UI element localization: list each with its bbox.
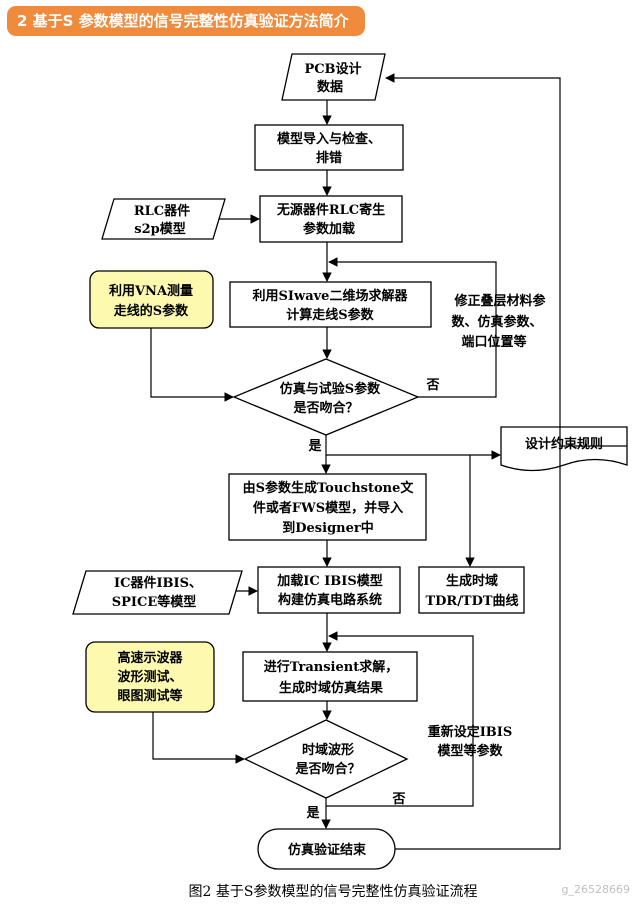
pcb-data-line2: 数据 [317, 79, 343, 95]
pcb-data-shape [281, 53, 386, 101]
design-rules-text: 设计约束规则 [525, 436, 603, 452]
vna-measure-line2: 走线的S参数 [114, 303, 189, 319]
reset-ibis-line1: 重新设定IBIS [428, 724, 513, 740]
rlc-input-line1: RLC器件 [134, 203, 190, 219]
touchstone-line2: 件或者FWS模型，并导入 [253, 500, 403, 516]
vna-measure-box [89, 270, 214, 329]
touchstone-box [228, 473, 427, 541]
ibis-input-line1: IC器件IBIS、 [114, 575, 202, 591]
wave-match-diamond [243, 719, 409, 799]
s-match-line2: 是否吻合？ [292, 400, 358, 416]
wave-match-line1: 时域波形 [302, 742, 354, 758]
section-banner: 2 基于S 参数模型的信号完整性仿真验证方法简介 [7, 6, 365, 36]
s-match-line1: 仿真与试验S参数 [280, 381, 381, 397]
wave-match-no-label: 否 [391, 792, 405, 807]
s-match-diamond [232, 358, 420, 436]
rlc-input-shape [101, 198, 226, 240]
import-check-line1: 模型导入与检查、 [277, 131, 381, 147]
ibis-input-line2: SPICE等模型 [112, 594, 197, 610]
import-check-line2: 排错 [316, 150, 342, 166]
rlc-load-box [259, 195, 403, 243]
tdr-curve-box [418, 566, 525, 614]
ibis-load-line2: 构建仿真电路系统 [278, 592, 382, 608]
design-rules-doc [500, 426, 628, 472]
ibis-load-line1: 加载IC IBIS模型 [276, 573, 383, 589]
transient-line2: 生成时域仿真结果 [279, 680, 383, 696]
scope-line2: 波形测试、 [117, 669, 182, 685]
s-match-yes-label: 是 [307, 439, 322, 454]
connectors [150, 73, 627, 850]
vna-measure-line1: 利用VNA测量 [109, 283, 193, 299]
touchstone-line3: 到Designer中 [282, 520, 373, 536]
touchstone-line1: 由S参数生成Touchstone文 [243, 480, 415, 496]
rlc-load-line1: 无源器件RLC寄生 [276, 202, 385, 218]
siwave-line1: 利用SIwave二维场求解器 [253, 288, 409, 304]
sim-end-text: 仿真验证结束 [288, 842, 367, 858]
rlc-input-line2: s2p模型 [134, 221, 185, 237]
modify-params-line1: 修正叠层材料参 [453, 293, 546, 309]
scope-line1: 高速示波器 [117, 650, 183, 666]
tdr-line1: 生成时域 [446, 573, 498, 589]
wave-match-line2: 是否吻合？ [294, 761, 360, 777]
scope-line3: 眼图测试等 [117, 688, 182, 704]
modify-params-line2: 数、仿真参数、 [451, 314, 542, 330]
watermark: g_26528669 [562, 883, 630, 896]
tdr-line2: TDR/TDT曲线 [425, 593, 518, 609]
siwave-solve-box [229, 281, 432, 328]
pcb-data-line1: PCB设计 [304, 61, 361, 77]
ibis-input-shape [72, 570, 243, 615]
transient-line1: 进行Transient求解， [264, 659, 398, 675]
siwave-line2: 计算走线S参数 [286, 307, 374, 323]
scope-test-box [85, 641, 215, 713]
transient-box [242, 651, 418, 702]
reset-ibis-line2: 模型等参数 [437, 743, 503, 759]
import-check-box [254, 124, 404, 171]
modify-params-line3: 端口位置等 [461, 334, 526, 350]
figure-caption: 图2 基于S参数模型的信号完整性仿真验证流程 [189, 883, 478, 900]
rlc-load-line2: 参数加载 [303, 221, 355, 237]
s-match-no-label: 否 [425, 378, 439, 393]
wave-match-yes-label: 是 [305, 806, 320, 821]
ibis-load-box [257, 566, 401, 614]
